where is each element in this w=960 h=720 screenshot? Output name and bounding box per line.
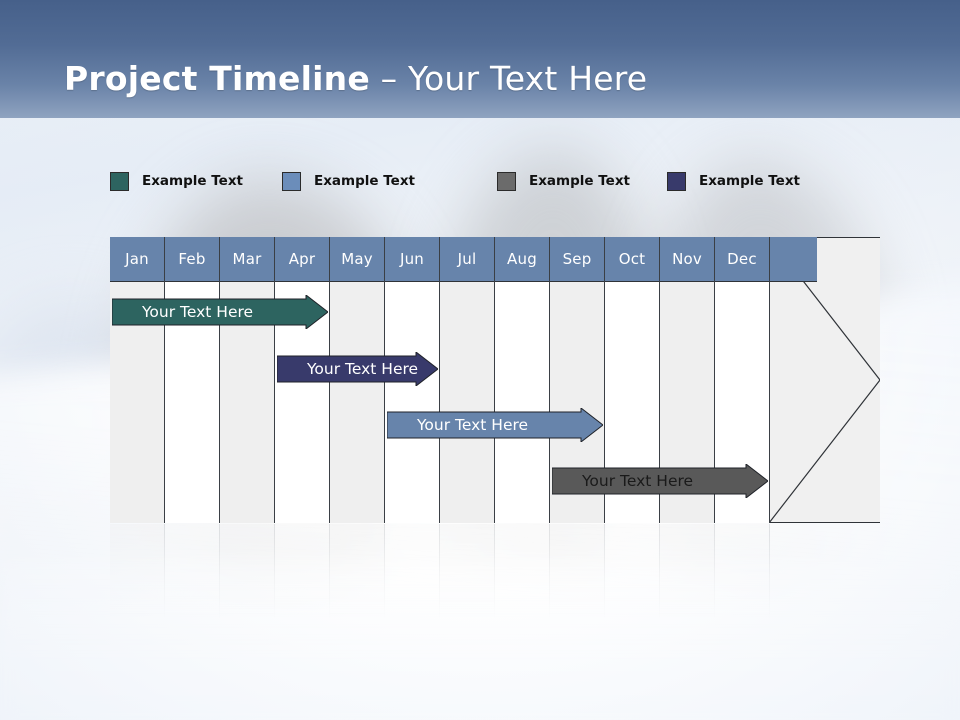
reflection-column: [165, 524, 220, 644]
task-bar-shape: [112, 295, 328, 329]
task-bar-shape: [277, 352, 438, 386]
legend-item: Example Text: [667, 169, 800, 193]
timeline-column-feb: Feb: [165, 237, 220, 523]
legend-swatch-blue: [282, 171, 301, 191]
legend-item: Example Text: [282, 169, 415, 193]
legend-swatch-teal: [110, 171, 129, 191]
timeline-arrow-head: [769, 237, 880, 523]
page-title-separator: –: [369, 59, 409, 98]
timeline-column-jul: Jul: [440, 237, 495, 523]
month-header-tail: [770, 237, 817, 282]
page-title: Project Timeline – Your Text Here: [64, 59, 647, 98]
reflection-column: [495, 524, 550, 644]
task-bar[interactable]: Your Text Here: [552, 464, 768, 498]
month-header-dec[interactable]: Dec: [715, 237, 769, 282]
legend: Example Text Example Text Example Text Exam…: [110, 169, 810, 193]
timeline-reflection: [110, 524, 880, 644]
legend-item: Example Text: [497, 169, 630, 193]
month-header-sep[interactable]: Sep: [550, 237, 604, 282]
reflection-column: [110, 524, 165, 644]
reflection-column: [275, 524, 330, 644]
timeline-column-jan: Jan: [110, 237, 165, 523]
legend-label: Example Text: [529, 173, 630, 189]
task-bar[interactable]: Your Text Here: [112, 295, 328, 329]
title-band: [0, 0, 960, 118]
timeline-column-mar: Mar: [220, 237, 275, 523]
reflection-column: [220, 524, 275, 644]
month-header-jan[interactable]: Jan: [110, 237, 164, 282]
reflection-column: [330, 524, 385, 644]
task-bar-label: Your Text Here: [417, 416, 529, 434]
month-header-nov[interactable]: Nov: [660, 237, 714, 282]
month-header-apr[interactable]: Apr: [275, 237, 329, 282]
page-title-strong: Project Timeline: [64, 59, 370, 98]
timeline-column-aug: Aug: [495, 237, 550, 523]
legend-item: Example Text: [110, 169, 243, 193]
reflection-column: [660, 524, 715, 644]
task-bar-label: Your Text Here: [307, 360, 419, 378]
month-header-jul[interactable]: Jul: [440, 237, 494, 282]
month-header-may[interactable]: May: [330, 237, 384, 282]
task-bar-shape: [552, 464, 768, 498]
reflection-column: [385, 524, 440, 644]
task-bar[interactable]: Your Text Here: [387, 408, 603, 442]
reflection-column: [715, 524, 770, 644]
task-bar-label: Your Text Here: [142, 303, 254, 321]
task-bar[interactable]: Your Text Here: [277, 352, 438, 386]
legend-swatch-gray: [497, 171, 516, 191]
legend-label: Example Text: [142, 173, 243, 189]
legend-label: Example Text: [699, 173, 800, 189]
reflection-column: [605, 524, 660, 644]
month-header-oct[interactable]: Oct: [605, 237, 659, 282]
reflection-column: [550, 524, 605, 644]
month-header-mar[interactable]: Mar: [220, 237, 274, 282]
legend-swatch-navy: [667, 171, 686, 191]
task-bar-shape: [387, 408, 603, 442]
reflection-column: [440, 524, 495, 644]
page-title-light: Your Text Here: [408, 59, 648, 98]
task-bar-label: Your Text Here: [582, 472, 694, 490]
month-header-jun[interactable]: Jun: [385, 237, 439, 282]
month-header-feb[interactable]: Feb: [165, 237, 219, 282]
month-header-aug[interactable]: Aug: [495, 237, 549, 282]
legend-label: Example Text: [314, 173, 415, 189]
